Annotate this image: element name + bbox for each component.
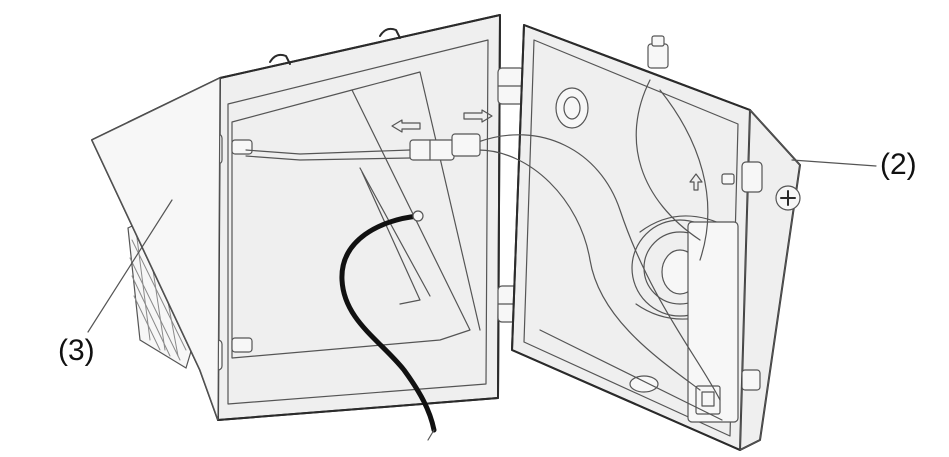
callout-label-3: (3) [58, 334, 95, 367]
leader-lines [87, 159, 877, 333]
reflector-grille [127, 221, 196, 369]
callout-label-2: (2) [880, 148, 917, 181]
back-housing [511, 24, 801, 451]
internal-wiring [245, 79, 721, 401]
quick-disconnect [391, 109, 493, 161]
front-housing [91, 14, 501, 421]
supply-wire [339, 210, 437, 441]
